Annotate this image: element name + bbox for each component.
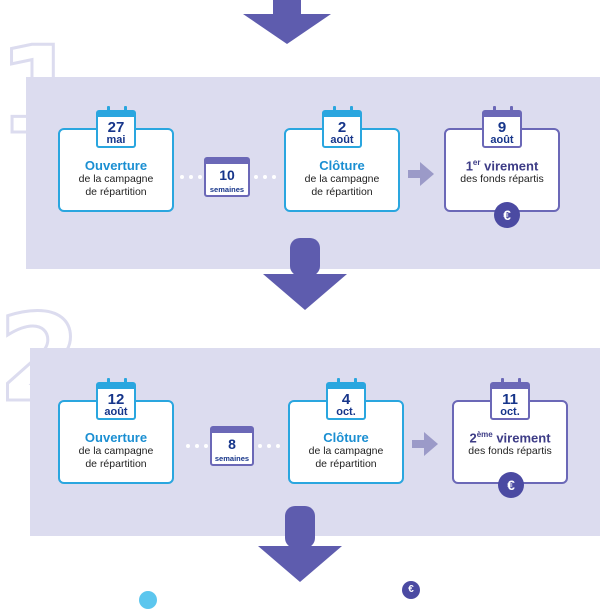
euro-coin-icon: € bbox=[402, 581, 420, 599]
calendar-month: août bbox=[330, 134, 354, 146]
closing-line1: de la campagne bbox=[308, 445, 384, 457]
transfer-ordinal-suffix: er bbox=[472, 158, 481, 167]
opening-line2: de répartition bbox=[85, 185, 147, 198]
closing-line2: de répartition bbox=[311, 185, 373, 198]
duration-unit: semaines bbox=[209, 185, 245, 194]
calendar-month: août bbox=[104, 406, 128, 418]
closing-line2: de répartition bbox=[315, 457, 377, 470]
dots-separator bbox=[258, 444, 280, 448]
calendar-month: oct. bbox=[500, 406, 520, 418]
calendar-icon: 2 août bbox=[322, 106, 362, 148]
right-arrow-icon bbox=[412, 432, 438, 456]
duration-calendar-icon: 10 semaines bbox=[204, 157, 250, 197]
closing-line1: de la campagne bbox=[304, 173, 380, 185]
calendar-icon: 27 mai bbox=[96, 106, 136, 148]
calendar-icon: 9 août bbox=[482, 106, 522, 148]
calendar-month: mai bbox=[106, 134, 126, 146]
calendar-day: 4 bbox=[341, 391, 351, 408]
transfer-title: virement bbox=[492, 430, 551, 446]
calendar-month: août bbox=[490, 134, 514, 146]
transfer-title: virement bbox=[480, 158, 539, 174]
right-arrow-icon bbox=[408, 162, 434, 186]
opening-line1: de la campagne bbox=[78, 445, 154, 457]
transfer-line1: des fonds répartis bbox=[460, 173, 544, 186]
calendar-month: oct. bbox=[336, 406, 356, 418]
duration-unit: semaines bbox=[214, 454, 250, 463]
dots-separator bbox=[180, 175, 202, 179]
closing-title: Clôture bbox=[319, 158, 365, 173]
calendar-day: 27 bbox=[107, 119, 125, 136]
down-arrow-icon bbox=[258, 506, 342, 582]
opening-line1: de la campagne bbox=[78, 173, 154, 185]
closing-title: Clôture bbox=[323, 430, 369, 445]
opening-line2: de répartition bbox=[85, 457, 147, 470]
calendar-day: 9 bbox=[497, 119, 507, 136]
transfer-ordinal: 2 bbox=[469, 430, 477, 446]
down-arrow-icon bbox=[263, 238, 347, 310]
dots-separator bbox=[254, 175, 276, 179]
calendar-icon: 4 oct. bbox=[326, 378, 366, 420]
duration-calendar-icon: 8 semaines bbox=[210, 426, 254, 466]
euro-coin-icon: € bbox=[498, 472, 524, 498]
calendar-day: 2 bbox=[337, 119, 347, 136]
calendar-icon: 11 oct. bbox=[490, 378, 530, 420]
blue-dot-icon bbox=[139, 591, 157, 609]
euro-coin-icon: € bbox=[494, 202, 520, 228]
duration-value: 8 bbox=[228, 436, 236, 452]
transfer-line1: des fonds répartis bbox=[468, 445, 552, 458]
dots-separator bbox=[186, 444, 208, 448]
transfer-ordinal-suffix: ème bbox=[476, 430, 493, 439]
opening-title: Ouverture bbox=[84, 430, 148, 445]
calendar-day: 11 bbox=[502, 391, 518, 408]
opening-title: Ouverture bbox=[84, 158, 148, 173]
calendar-day: 12 bbox=[107, 391, 125, 408]
transfer-ordinal: 1 bbox=[465, 158, 473, 174]
down-arrow-icon bbox=[243, 0, 331, 44]
calendar-icon: 12 août bbox=[96, 378, 136, 420]
opening-card: Ouverture de la campagne de répartition bbox=[58, 128, 174, 212]
duration-value: 10 bbox=[219, 167, 235, 183]
transfer-card: 1er virement des fonds répartis bbox=[444, 128, 560, 212]
